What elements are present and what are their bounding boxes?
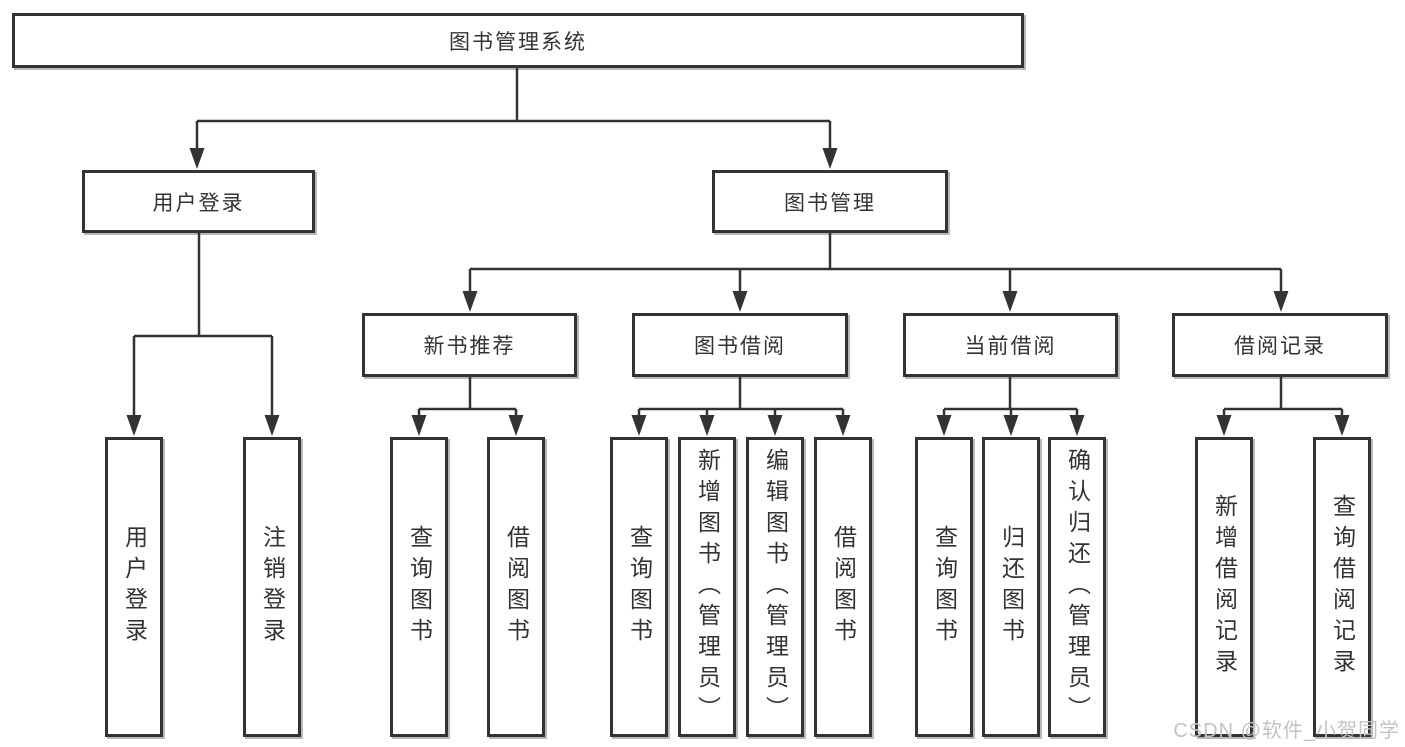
node-borrow-records: 借阅记录 — [1172, 313, 1388, 377]
node-new-book-recommend: 新书推荐 — [362, 313, 577, 377]
leaf-borrow-books-label: 借阅图书 — [830, 525, 857, 649]
leaf-query-borrow-record-label: 查询借阅记录 — [1329, 494, 1356, 680]
node-library-system-label: 图书管理系统 — [449, 30, 587, 54]
leaf-return-books-label: 归还图书 — [998, 525, 1025, 649]
node-book-borrow-label: 图书借阅 — [694, 335, 786, 358]
leaf-query-books-current-label: 查询图书 — [931, 525, 958, 649]
leaf-query-books-borrow-label: 查询图书 — [626, 525, 653, 649]
leaf-user-login: 用户登录 — [105, 437, 163, 737]
leaf-return-books: 归还图书 — [982, 437, 1040, 737]
leaf-query-books-current: 查询图书 — [915, 437, 973, 737]
leaf-query-books-recommend: 查询图书 — [390, 437, 448, 737]
watermark: CSDN @软件_小贺同学 — [1173, 720, 1400, 742]
leaf-borrow-books: 借阅图书 — [814, 437, 872, 737]
leaf-logout-label: 注销登录 — [259, 525, 286, 649]
node-user-login: 用户登录 — [82, 170, 315, 233]
leaf-logout: 注销登录 — [243, 437, 301, 737]
leaf-query-borrow-record: 查询借阅记录 — [1313, 437, 1371, 737]
leaf-user-login-label: 用户登录 — [121, 525, 148, 649]
leaf-edit-books-admin: 编辑图书（管理员） — [746, 437, 804, 737]
leaf-confirm-return-admin-label: 确认归还（管理员） — [1064, 447, 1091, 727]
node-current-borrow-label: 当前借阅 — [964, 335, 1057, 358]
leaf-query-books-recommend-label: 查询图书 — [406, 525, 433, 649]
leaf-edit-books-admin-label: 编辑图书（管理员） — [762, 447, 789, 727]
node-library-system: 图书管理系统 — [12, 13, 1024, 68]
leaf-borrow-books-recommend-label: 借阅图书 — [503, 525, 530, 649]
leaf-add-borrow-record-label: 新增借阅记录 — [1211, 494, 1238, 680]
leaf-add-borrow-record: 新增借阅记录 — [1195, 437, 1253, 737]
node-book-borrow: 图书借阅 — [632, 313, 848, 377]
node-user-login-label: 用户登录 — [152, 191, 245, 215]
node-borrow-records-label: 借阅记录 — [1234, 335, 1326, 358]
leaf-confirm-return-admin: 确认归还（管理员） — [1048, 437, 1106, 737]
node-book-management-label: 图书管理 — [784, 191, 876, 215]
leaf-query-books-borrow: 查询图书 — [610, 437, 668, 737]
leaf-add-books-admin-label: 新增图书（管理员） — [694, 447, 721, 727]
leaf-add-books-admin: 新增图书（管理员） — [678, 437, 736, 737]
leaf-borrow-books-recommend: 借阅图书 — [487, 437, 545, 737]
node-new-book-recommend-label: 新书推荐 — [423, 335, 516, 358]
node-book-management: 图书管理 — [712, 170, 948, 233]
node-current-borrow: 当前借阅 — [903, 313, 1118, 377]
